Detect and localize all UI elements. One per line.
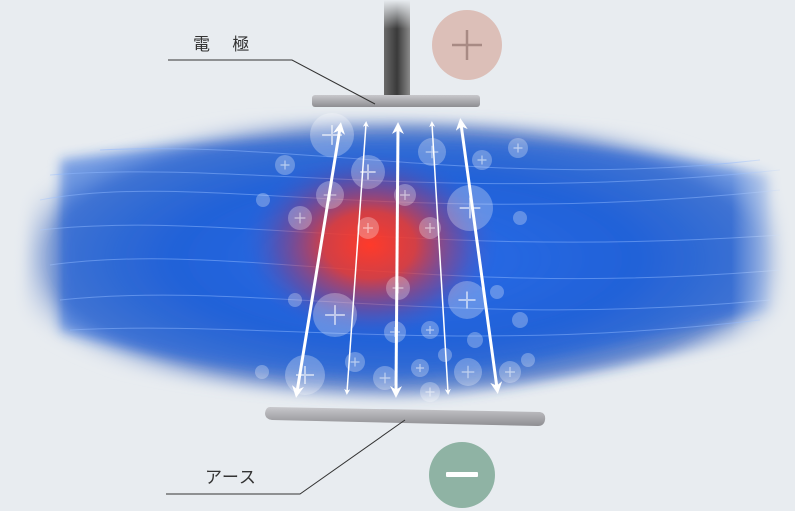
ion-plus-icon (499, 361, 521, 383)
ion-plus-icon (490, 285, 504, 299)
ion-plus-icon (467, 332, 483, 348)
ion-plus-icon (288, 206, 312, 230)
ion-plus-icon (420, 382, 440, 402)
ion-plus-icon (357, 217, 379, 239)
ion-plus-icon (351, 155, 385, 189)
ion-plus-icon (448, 281, 486, 319)
ion-plus-icon (421, 321, 439, 339)
current-arrow-icon (396, 128, 398, 392)
ion-plus-icon (256, 193, 270, 207)
ion-plus-icon (513, 211, 527, 225)
ion-plus-icon (472, 150, 492, 170)
ion-plus-icon (313, 293, 357, 337)
ion-plus-icon (288, 293, 302, 307)
ion-plus-icon (373, 366, 397, 390)
ion-plus-icon (418, 138, 446, 166)
positive-badge (432, 10, 502, 80)
ion-plus-icon (508, 138, 528, 158)
ion-plus-icon (454, 358, 482, 386)
ion-plus-icon (310, 113, 354, 157)
ion-plus-icon (512, 312, 528, 328)
negative-badge (429, 442, 495, 508)
earth-label: アース (205, 463, 257, 488)
ion-plus-icon (255, 365, 269, 379)
negative-sign-icon (446, 472, 478, 477)
ion-plus-icon (411, 359, 429, 377)
earth-leader-line (166, 420, 405, 494)
ion-plus-icon (275, 155, 295, 175)
ion-plus-icon (285, 355, 325, 395)
electrode-label: 電 極 (193, 30, 258, 55)
ion-plus-icon (521, 353, 535, 367)
top-electrode-plate (312, 95, 480, 107)
